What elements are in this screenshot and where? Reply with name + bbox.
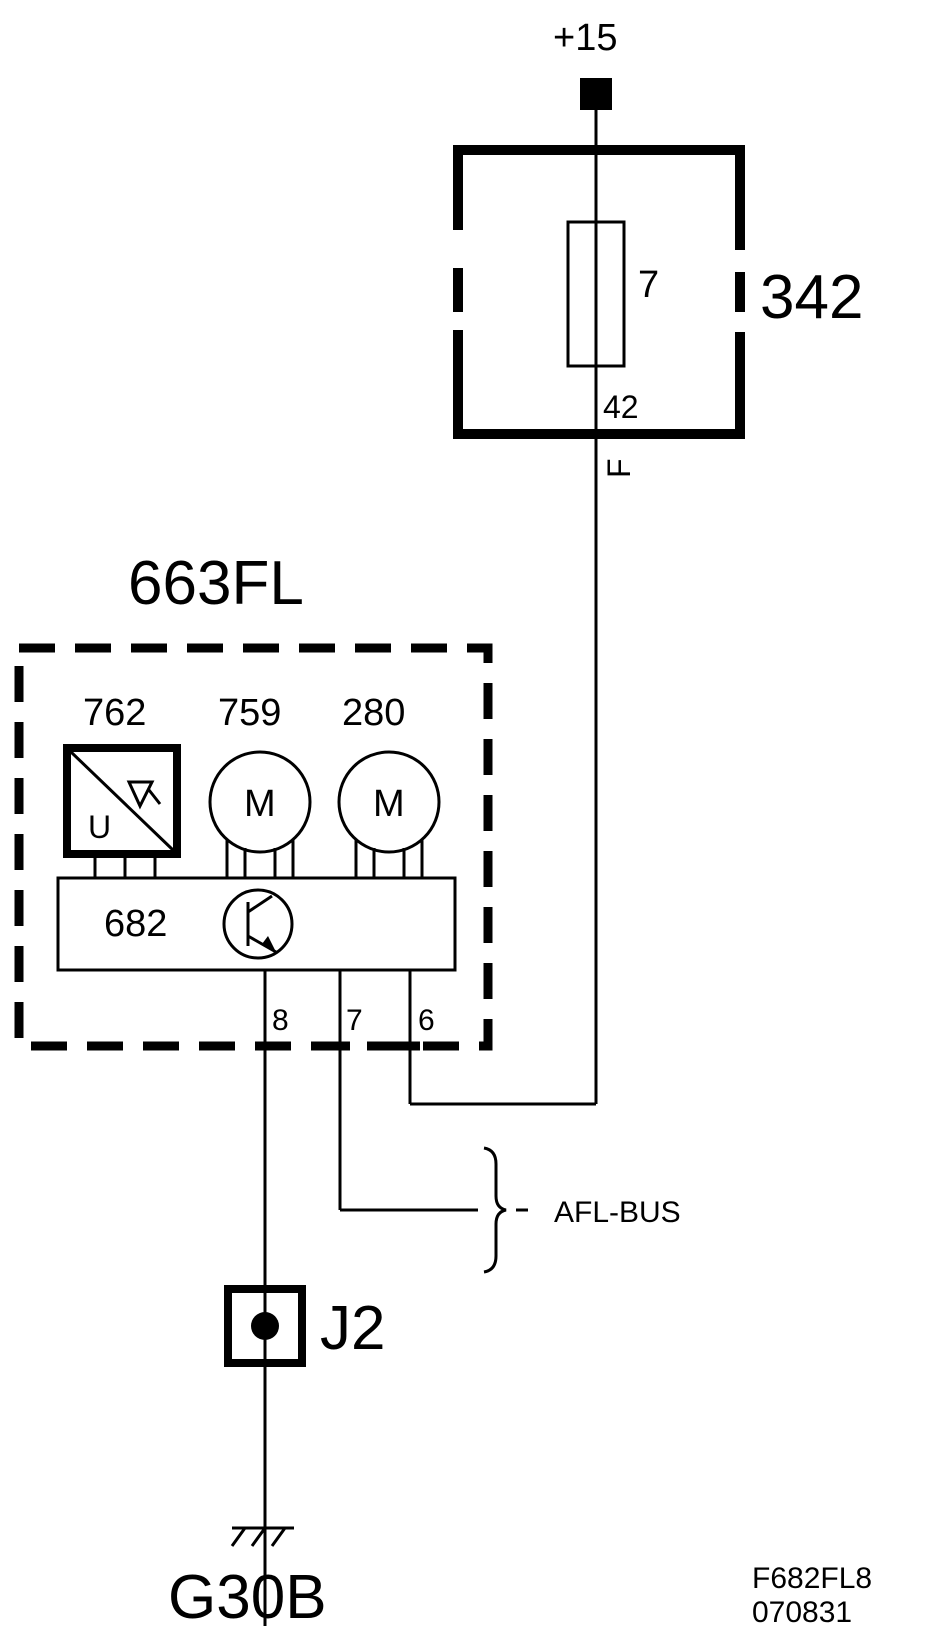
- fuse-box: [453, 145, 745, 439]
- fuse-box-label: 342: [760, 263, 863, 332]
- motor-759-icon: [208, 750, 312, 878]
- component-280-label: 280: [342, 692, 405, 734]
- control-unit-682-label: 682: [104, 903, 167, 945]
- diagram-date: 070831: [752, 1596, 852, 1626]
- ground-icon: [230, 1526, 294, 1547]
- sensor-762-letter: U: [88, 809, 111, 845]
- ground-label: G30B: [168, 1563, 327, 1626]
- junction-dot-icon: [251, 1312, 279, 1340]
- pin-6-label: 6: [418, 1004, 435, 1037]
- motor-280-letter: M: [373, 783, 405, 825]
- module-border: [14, 643, 493, 1051]
- supply-terminal: [580, 78, 612, 110]
- motor-759-letter: M: [244, 783, 276, 825]
- junction-label: J2: [320, 1294, 385, 1363]
- sensor-762-icon: [63, 744, 181, 884]
- fuse-pin-label: 42: [603, 389, 639, 425]
- bus-brace: [483, 1146, 507, 1274]
- motor-280-icon: [337, 750, 441, 878]
- component-759-label: 759: [218, 692, 281, 734]
- pin-8-label: 8: [272, 1004, 289, 1037]
- component-762-label: 762: [83, 692, 146, 734]
- module-label: 663FL: [128, 549, 304, 618]
- bus-label: AFL-BUS: [554, 1196, 681, 1229]
- diagram-code: F682FL8: [752, 1562, 872, 1595]
- wire-letter: F: [601, 458, 637, 478]
- control-unit-logic-icon: [222, 888, 294, 960]
- fuse-number: 7: [638, 264, 659, 306]
- supply-label: +15: [553, 17, 617, 59]
- pin-7-label: 7: [346, 1004, 363, 1037]
